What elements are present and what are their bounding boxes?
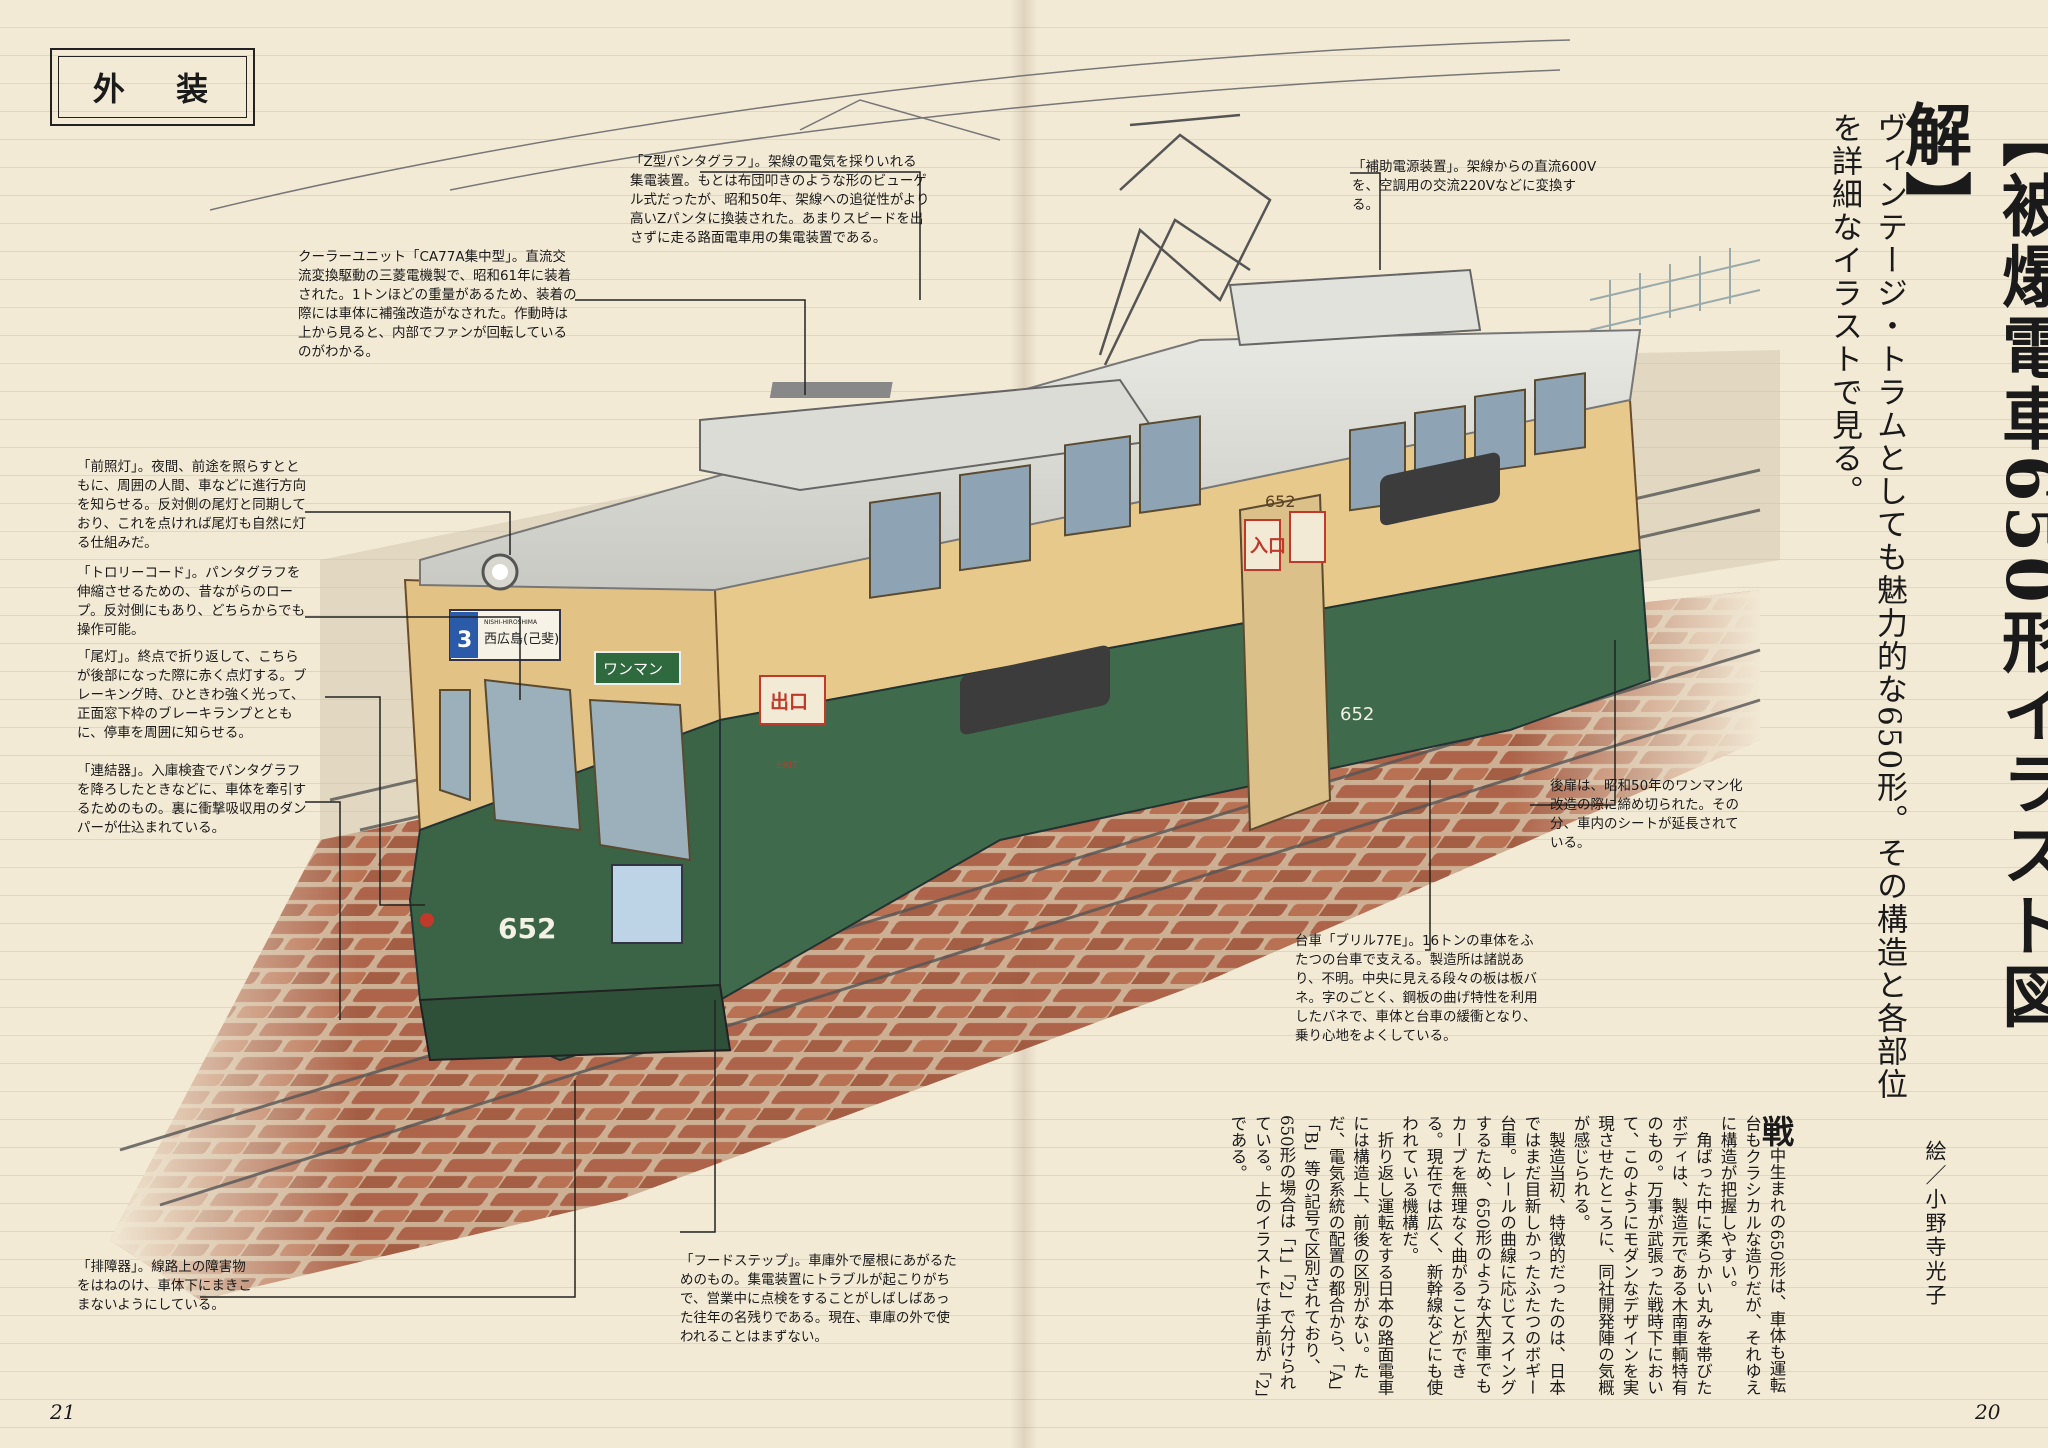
exit-sign: 出口 bbox=[770, 690, 808, 713]
exit-en-sign: EXIT bbox=[776, 760, 799, 771]
entrance-sign: 入口 bbox=[1250, 536, 1286, 557]
roof-car-number: 652 bbox=[1265, 492, 1296, 511]
page-title: 【被爆電車650形イラスト図解】 bbox=[1894, 100, 2048, 1033]
section-label-box: 外 装 bbox=[50, 48, 255, 126]
route-number: 3 bbox=[457, 628, 472, 653]
page-number-right: 20 bbox=[1975, 1400, 2001, 1424]
caption-auxiliary-power: 「補助電源装置」。架線からの直流600Vを、空調用の交流220Vなどに変換する。 bbox=[1352, 159, 1597, 213]
brick-pavement bbox=[110, 590, 1760, 1300]
oneman-sign: ワンマン bbox=[603, 660, 663, 678]
destination-sign: 西広島(己斐) bbox=[484, 632, 559, 647]
caption-rear-door: 後扉は、昭和50年のワンマン化改造の際に締め切られた。その分、車内のシートが延長… bbox=[1550, 778, 1743, 851]
front-car-number: 652 bbox=[498, 912, 556, 945]
caption-guard: 「排障器」。線路上の障害物をはねのけ、車体下にまきこまないようにしている。 bbox=[77, 1259, 252, 1313]
section-label: 外 装 bbox=[58, 56, 247, 118]
destination-romaji: NISHI-HIROSHIMA bbox=[484, 619, 538, 626]
tram-body bbox=[403, 113, 1652, 1062]
leader-lines bbox=[200, 171, 1616, 1298]
drop-cap: 戦 bbox=[1757, 1115, 1795, 1147]
caption-bogie: 台車「ブリル77E」。16トンの車体をふたつの台車で支える。製造所は諸説あり、不… bbox=[1295, 933, 1538, 1044]
caption-trolley-cord: 「トロリーコード」。パンタグラフを伸縮させるための、昔ながらのロープ。反対側にも… bbox=[77, 565, 306, 638]
body-text: 戦中生まれの650形は、車体も運転台もクラシカルな造りだが、それゆえに構造が把握… bbox=[1108, 1115, 1795, 1405]
body-text-content: 中生まれの650形は、車体も運転台もクラシカルな造りだが、それゆえに構造が把握し… bbox=[1228, 1115, 1786, 1400]
caption-pantograph: 「Z型パンタグラフ」。架線の電気を採りいれる集電装置。もとは布団叩きのような形の… bbox=[630, 154, 930, 246]
side-car-number: 652 bbox=[1340, 704, 1374, 725]
illustrator-credit: 絵／小野寺光子 bbox=[1923, 1140, 1947, 1308]
caption-coupler: 「連結器」。入庫検査でパンタグラフを降ろしたときなどに、車体を牽引するためのもの… bbox=[77, 763, 307, 836]
page-number-left: 21 bbox=[50, 1400, 76, 1424]
railing bbox=[1589, 248, 1761, 331]
caption-headlight: 「前照灯」。夜間、前途を照らすとともに、周囲の人間、車などに進行方向を知らせる。… bbox=[77, 459, 307, 551]
caption-hood-step: 「フードステップ」。車庫外で屋根にあがるためのもの。集電装置にトラブルが起こりが… bbox=[680, 1253, 957, 1345]
caption-cooler-unit: クーラーユニット「CA77A集中型」。直流交流変換駆動の三菱電機製で、昭和61年… bbox=[298, 249, 577, 360]
overhead-wires bbox=[209, 39, 1571, 211]
page-subtitle: ヴィンテージ・トラムとしても魅力的な650形。その構造と各部位を詳細なイラストで… bbox=[1826, 112, 1907, 1102]
caption-taillight: 「尾灯」。終点で折り返して、こちらが後部になった際に赤く点灯する。ブレーキング時… bbox=[77, 649, 307, 741]
